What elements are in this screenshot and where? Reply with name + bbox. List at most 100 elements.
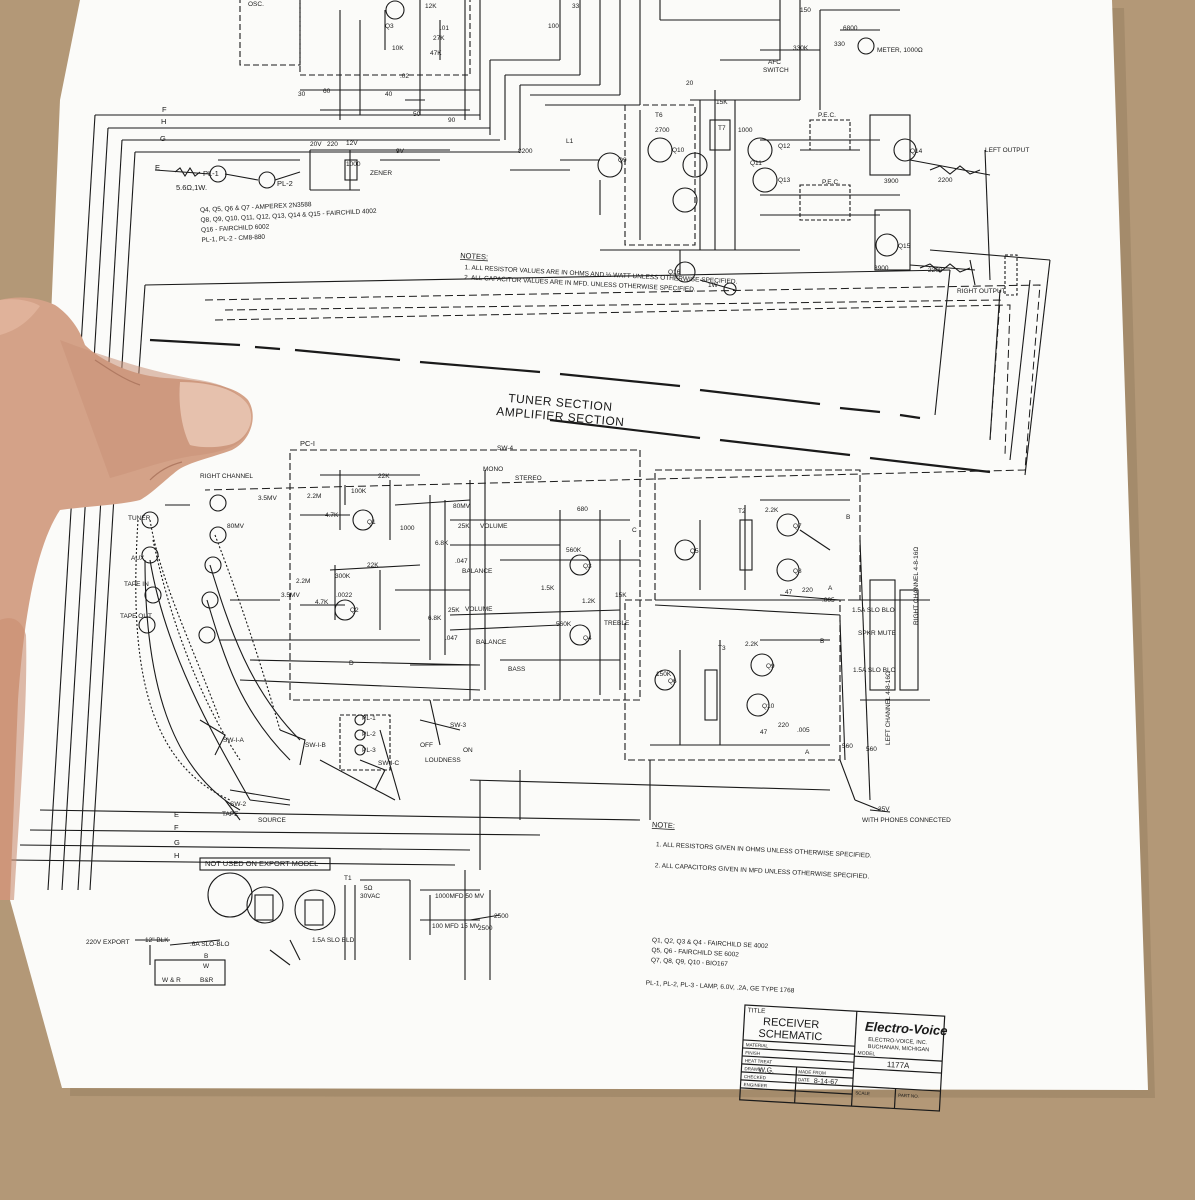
n50-label: 50 bbox=[413, 111, 421, 118]
r220-label-1: 220 bbox=[802, 587, 813, 594]
r330k-label: 330K bbox=[793, 45, 809, 52]
model-label: MODEL bbox=[857, 1050, 875, 1057]
q15-upper-label: Q15 bbox=[898, 243, 911, 250]
r2500-label-1: 2500 bbox=[494, 913, 509, 920]
br-wire-label: B&R bbox=[200, 977, 214, 984]
q1-label: Q1 bbox=[367, 519, 376, 526]
finish-label: FINISH bbox=[745, 1050, 760, 1056]
c3-5mv-label-1: 3.5MV bbox=[258, 495, 277, 502]
b-label-1: B bbox=[846, 514, 850, 521]
c01-label: .01 bbox=[440, 25, 449, 32]
r560k-label-1: 560K bbox=[566, 547, 582, 554]
switch-label: SWITCH bbox=[763, 67, 789, 74]
t3-label: T3 bbox=[718, 645, 726, 652]
r25k-label-2: 25K bbox=[448, 607, 460, 614]
b-label-2: B bbox=[820, 638, 824, 645]
parts-list-2: Q5, Q6 - FAIRCHILD SE 6002 bbox=[651, 947, 739, 959]
volume-label-2: VOLUME bbox=[465, 606, 493, 613]
thumbnail bbox=[179, 382, 252, 448]
speaker-mute-label: SPKR MUTE bbox=[858, 630, 897, 637]
r150-label: 150 bbox=[800, 7, 811, 14]
n90-label: 90 bbox=[448, 117, 456, 124]
wr-label: W & R bbox=[162, 977, 181, 984]
c047-label-1: .047 bbox=[455, 558, 468, 565]
q9-amp-label: Q9 bbox=[766, 663, 775, 670]
r25k-label-1: 25K bbox=[458, 523, 470, 530]
on-label: ON bbox=[463, 747, 473, 754]
export-220v-label: 220V EXPORT bbox=[86, 939, 130, 946]
pl3-amp-label: PL-3 bbox=[362, 747, 376, 754]
drawing-date: 8-14-67 bbox=[814, 1078, 839, 1086]
r1000-upper-label: 1000 bbox=[738, 127, 753, 134]
tape-out-label: TAPE OUT bbox=[120, 613, 152, 620]
pec-label-1: P.E.C. bbox=[818, 112, 836, 119]
r220-label-2: 220 bbox=[778, 722, 789, 729]
sw1a-label: SW-I-A bbox=[223, 737, 244, 744]
q3-upper-label: Q3 bbox=[385, 23, 394, 30]
r150k-label: 150K bbox=[656, 671, 672, 678]
balance-label-1: BALANCE bbox=[462, 568, 493, 575]
b-wire-label: B bbox=[204, 953, 208, 960]
bus-letter-bottom-h: H bbox=[174, 851, 179, 860]
c005-label-1: .005 bbox=[822, 597, 835, 604]
bus-letter-bottom-g: G bbox=[174, 838, 180, 847]
c3-5mv-label-2: 3.5MV bbox=[281, 592, 300, 599]
r47-label-1: 47 bbox=[785, 589, 793, 596]
c1000-label: 1000 bbox=[400, 525, 415, 532]
w-wire-label: W bbox=[203, 963, 210, 970]
q10-upper-label: Q10 bbox=[672, 147, 685, 154]
r5-label: 5Ω bbox=[364, 885, 373, 892]
part-no-label: PART NO. bbox=[898, 1093, 919, 1099]
title-receiver: RECEIVER bbox=[763, 1016, 820, 1031]
heat-treat-label: HEAT TREAT bbox=[745, 1058, 773, 1065]
sw2-label: SW-2 bbox=[230, 801, 247, 808]
bus-letter-e: E bbox=[155, 163, 160, 172]
r680-label: 680 bbox=[577, 506, 588, 513]
right-channel-output-label: RIGHT CHANNEL 4-8-16Ω bbox=[913, 547, 920, 625]
c02-label: .02 bbox=[400, 73, 409, 80]
date-label: DATE bbox=[798, 1077, 810, 1083]
r300k-label: 300K bbox=[335, 573, 351, 580]
source-label: SOURCE bbox=[258, 817, 286, 824]
notes-title: NOTES: bbox=[460, 251, 488, 261]
model-number: 1177A bbox=[887, 1060, 911, 1070]
t6-label: T6 bbox=[655, 112, 663, 119]
r4-7k-label-2: 4.7K bbox=[315, 599, 329, 606]
r100k-label: 100K bbox=[351, 488, 367, 495]
c-label: C bbox=[632, 527, 637, 534]
pl2-label: PL-2 bbox=[277, 179, 293, 188]
c0022-label: .0022 bbox=[336, 592, 353, 599]
title-block: TITLE RECEIVER SCHEMATIC Electro-Voice E… bbox=[739, 1004, 948, 1112]
title-label: TITLE bbox=[747, 1007, 766, 1015]
fuse-label-1: 1.5A SLO BLO bbox=[852, 607, 895, 614]
transistor-note-3: Q16 - FAIRCHILD 6002 bbox=[201, 223, 270, 234]
v9-label: 9V bbox=[396, 148, 405, 155]
r1-2k-label: 1.2K bbox=[582, 598, 596, 605]
r22k-label-2: 22K bbox=[367, 562, 379, 569]
balance-label-2: BALANCE bbox=[476, 639, 507, 646]
r3900-label-1: 3900 bbox=[884, 178, 899, 185]
r560-label-1: 560 bbox=[842, 743, 853, 750]
r6-8k-label-2: 6.8K bbox=[428, 615, 442, 622]
r220-upper-label: 220 bbox=[327, 141, 338, 148]
schematic-paper bbox=[10, 0, 1148, 1090]
tape-label: TAPE bbox=[222, 811, 239, 818]
loudness-label: LOUDNESS bbox=[425, 757, 461, 764]
export-fuse-label: .6A SLO-BLO bbox=[190, 941, 229, 948]
r560-label-2: 560 bbox=[866, 746, 877, 753]
q2-label: Q2 bbox=[350, 607, 359, 614]
r560k-label-2: 560K bbox=[556, 621, 572, 628]
q8-label: Q8 bbox=[793, 568, 802, 575]
n30-label: 30 bbox=[298, 91, 306, 98]
t2-label: T2 bbox=[738, 508, 746, 515]
scale-label: SCALE bbox=[855, 1090, 870, 1096]
q4-label: Q4 bbox=[583, 635, 592, 642]
w1-label: 1W bbox=[708, 282, 719, 289]
r1000-zener-label: 1000 bbox=[346, 161, 361, 168]
pilot-resistor-label: 5.6Ω,1W. bbox=[176, 183, 207, 192]
r47k-label: 47K bbox=[430, 50, 442, 57]
c100mfd-label: 100 MFD 15 MV bbox=[432, 923, 480, 930]
q11-upper-label: Q11 bbox=[750, 160, 762, 167]
c80mv-label-2: 80MV bbox=[453, 503, 471, 510]
